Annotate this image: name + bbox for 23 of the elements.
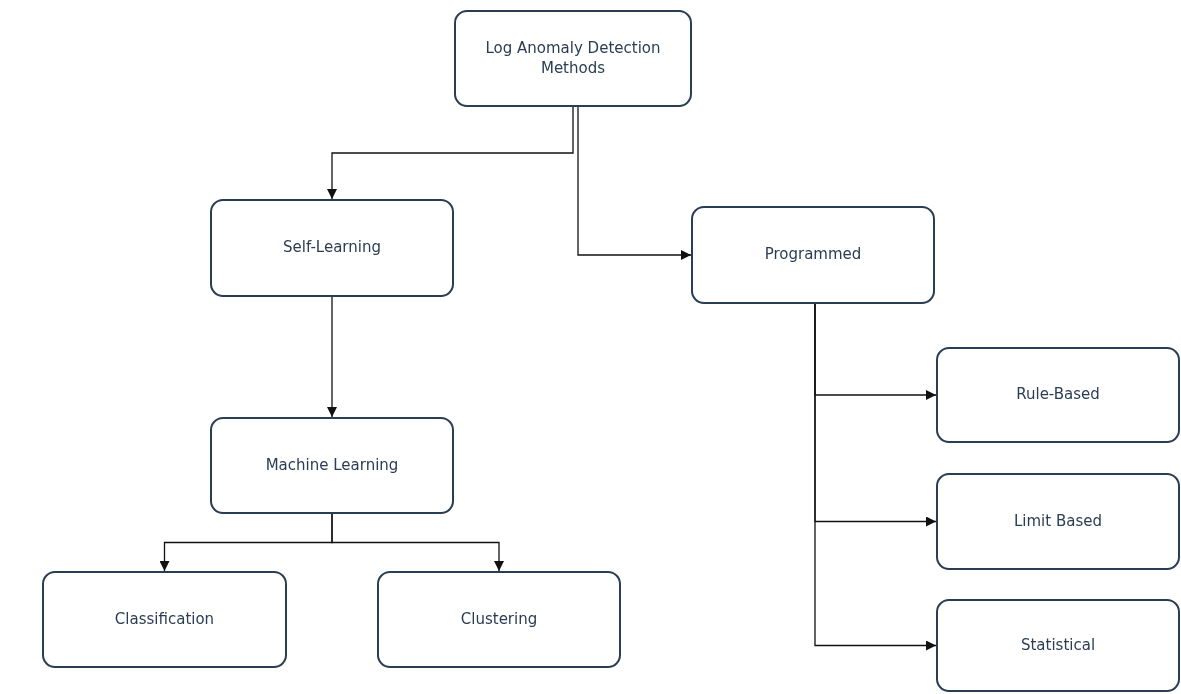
box-label: Rule-Based: [1015, 385, 1101, 405]
process-box: [377, 571, 621, 668]
arrow: [331, 513, 504, 572]
arrow: [327, 296, 337, 418]
process-box: [210, 199, 454, 297]
box-label: Clustering: [459, 609, 539, 630]
box-label: Programmed: [763, 245, 863, 265]
box-label: Statistical: [1019, 635, 1097, 656]
process-box: [42, 571, 287, 668]
process-box: [691, 206, 935, 304]
process-box: [210, 417, 454, 514]
arrow: [814, 303, 937, 651]
box-label: Classification: [113, 609, 216, 630]
box-label: Machine Learning: [264, 455, 400, 476]
process-box: [936, 599, 1180, 692]
arrow: [577, 106, 692, 260]
arrow: [327, 106, 574, 200]
box-label: Limit Based: [1013, 511, 1103, 532]
box-label: Log Anomaly Detection Methods: [484, 39, 662, 78]
process-box: [936, 347, 1180, 443]
process-box: [936, 473, 1180, 570]
process-box: [454, 10, 692, 107]
box-label: Self-Learning: [282, 238, 382, 258]
